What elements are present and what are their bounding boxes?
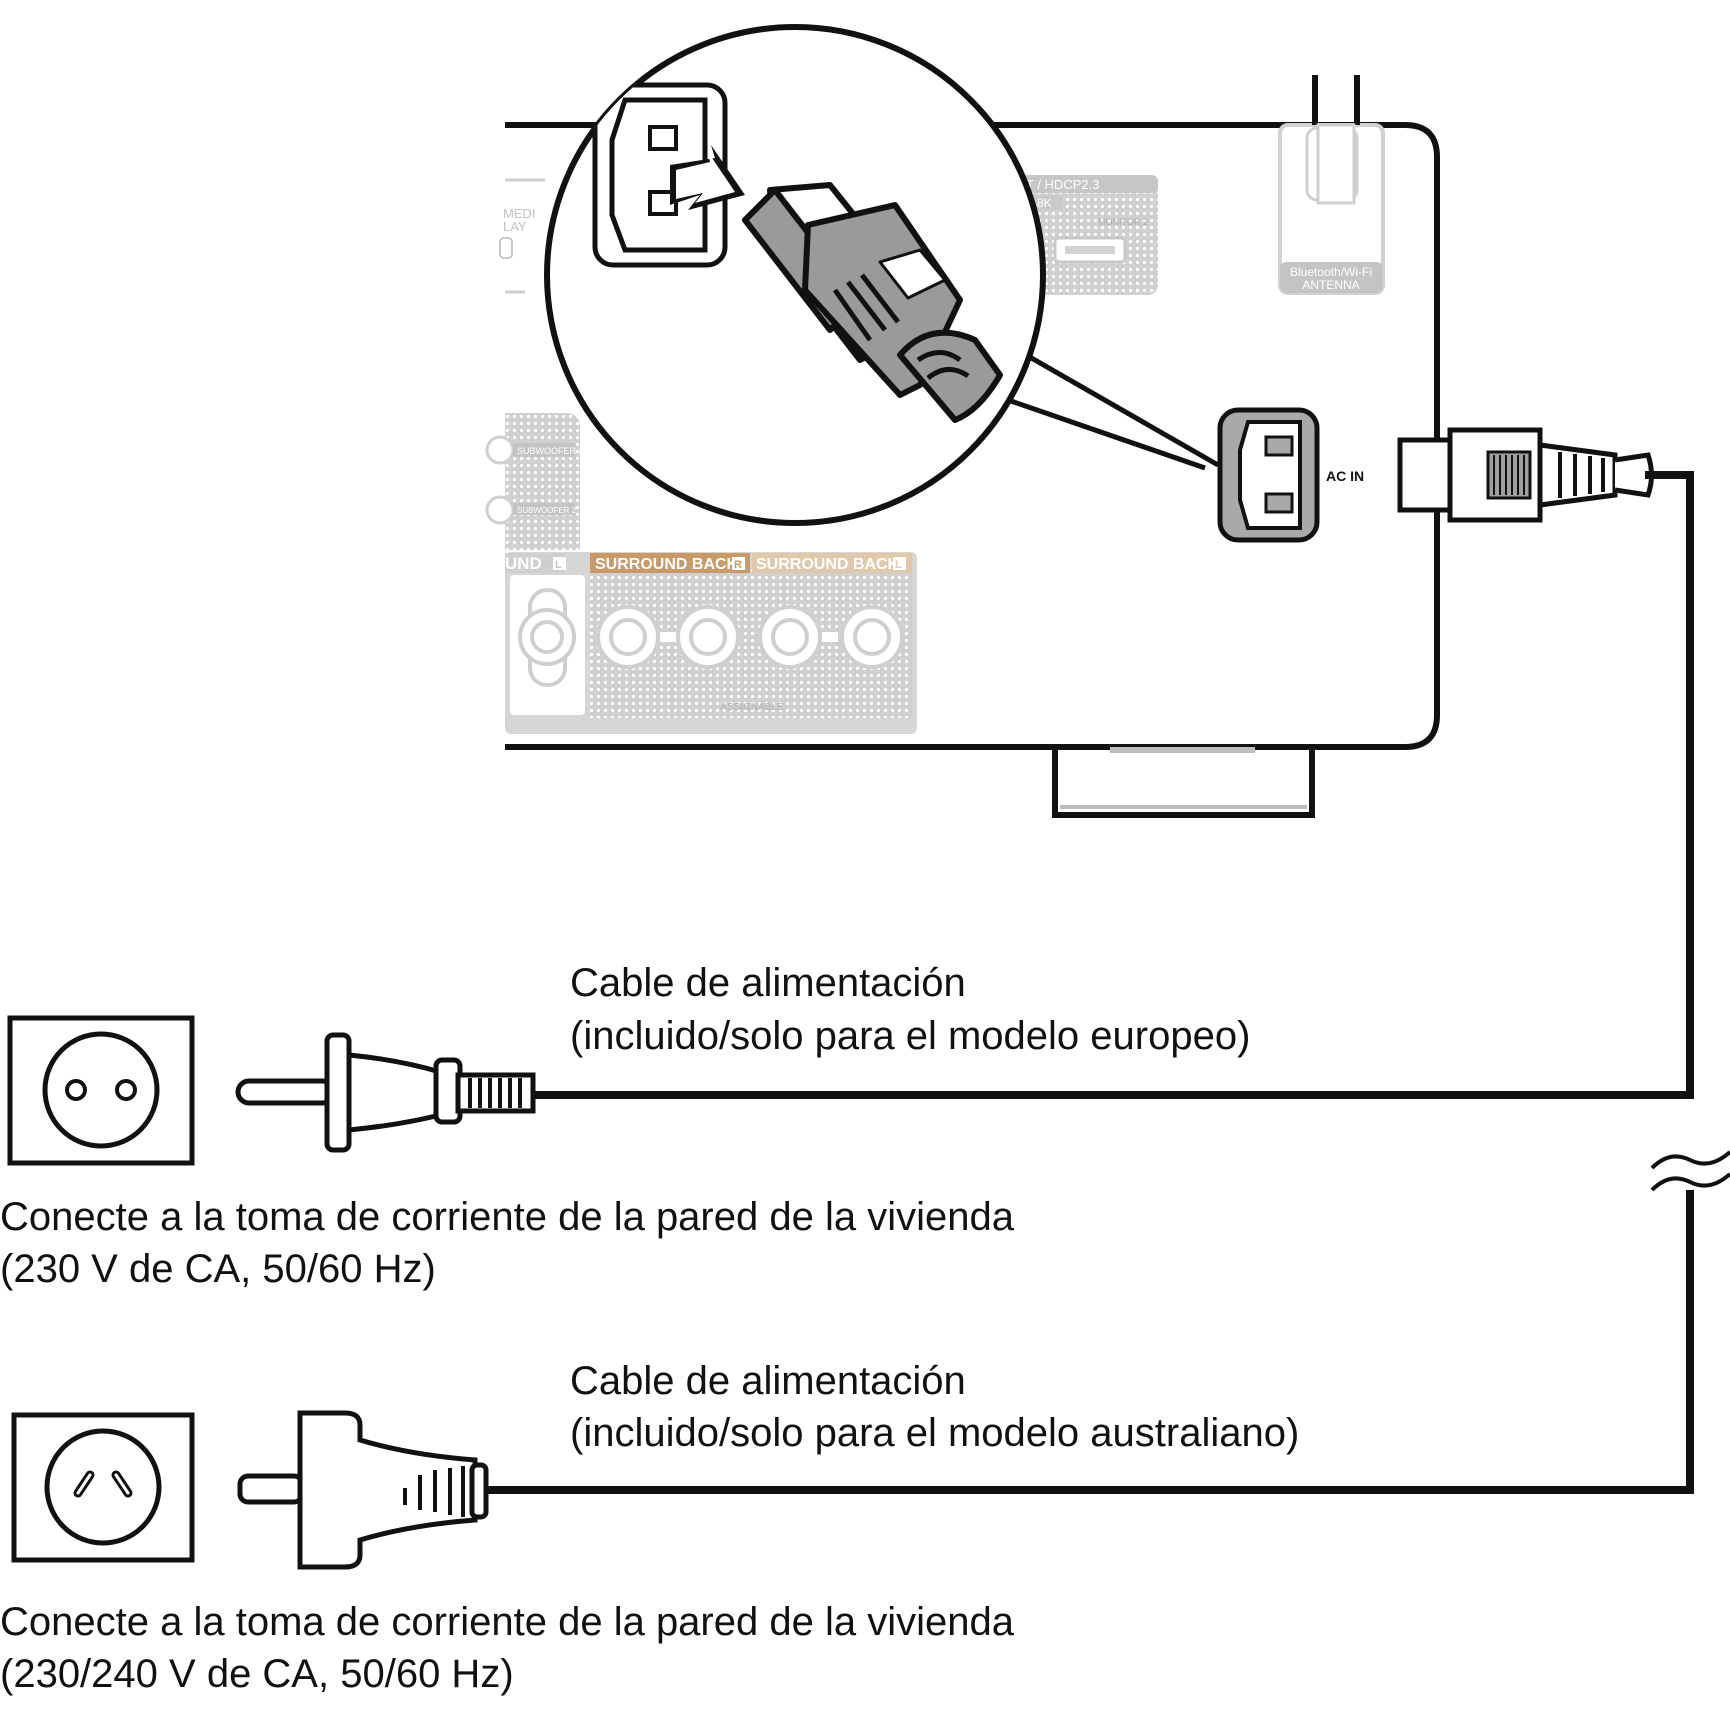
au-outlet-instruction-line2: (230/240 V de CA, 50/60 Hz) [0,1652,514,1696]
zoom-callout [544,24,1220,526]
surround-label-partial: UND [505,554,542,573]
surround-l-badge: L [555,559,562,571]
speaker-terminals-block: UND L SURROUND BACK R SURROUND BACK L [505,552,917,734]
eu-wall-outlet [7,1015,195,1166]
subwoofer-2-label: SUBWOOFER 2 [517,506,577,515]
au-cable-label-line2: (incluido/solo para el modelo australian… [570,1411,1300,1455]
hdmi-8k-label: 8K [1037,196,1052,210]
subwoofer-1-label: SUBWOOFER 1 [517,446,584,456]
au-wall-outlet [11,1412,195,1563]
ac-in-socket: AC IN [1217,407,1364,543]
antenna-label-line2: ANTENNA [1302,278,1359,292]
media-player-label-partial: MEDI [503,206,536,221]
eu-cable-label-line2: (incluido/solo para el modelo europeo) [570,1014,1251,1058]
eu-outlet-instruction-line2: (230 V de CA, 50/60 Hz) [0,1247,436,1291]
monitor-2-label: MONITOR 2 [1098,217,1148,227]
au-plug [237,1410,489,1570]
receiver-foot [1052,750,1315,818]
surround-back-l-badge: L [895,559,902,571]
hdmi-input-area: MEDI LAY [499,178,545,294]
assignable-label: ASSIGNABLE [720,702,784,713]
bluetooth-wifi-antenna: Bluetooth/Wi-Fi ANTENNA [1278,75,1385,295]
power-cable [480,471,1694,1494]
surround-back-r-label: SURROUND BACK [595,556,739,573]
antenna-label-line1: Bluetooth/Wi-Fi [1290,265,1372,279]
player-label-partial: LAY [503,219,527,234]
ac-in-label: AC IN [1326,468,1364,484]
cable-break-symbol [1650,1150,1730,1192]
au-cable-label-line1: Cable de alimentación [570,1359,966,1403]
surround-back-l-label: SURROUND BACK [756,556,900,573]
au-outlet-instruction-line1: Conecte a la toma de corriente de la par… [0,1600,1014,1644]
hdmi-monitor-output-block: T / HDCP2.3 8K MONITOR 2 [1020,175,1158,295]
subwoofer-output-block: SUBWOOFER 1 SUBWOOFER 2 [485,413,584,550]
surround-back-r-badge: R [734,559,742,571]
eu-cable-label-line1: Cable de alimentación [570,961,966,1005]
iec-plug-side-view [1397,427,1654,523]
eu-outlet-instruction-line1: Conecte a la toma de corriente de la par… [0,1195,1014,1239]
hdmi-header-label: T / HDCP2.3 [1026,177,1099,192]
eu-plug [235,1032,536,1153]
